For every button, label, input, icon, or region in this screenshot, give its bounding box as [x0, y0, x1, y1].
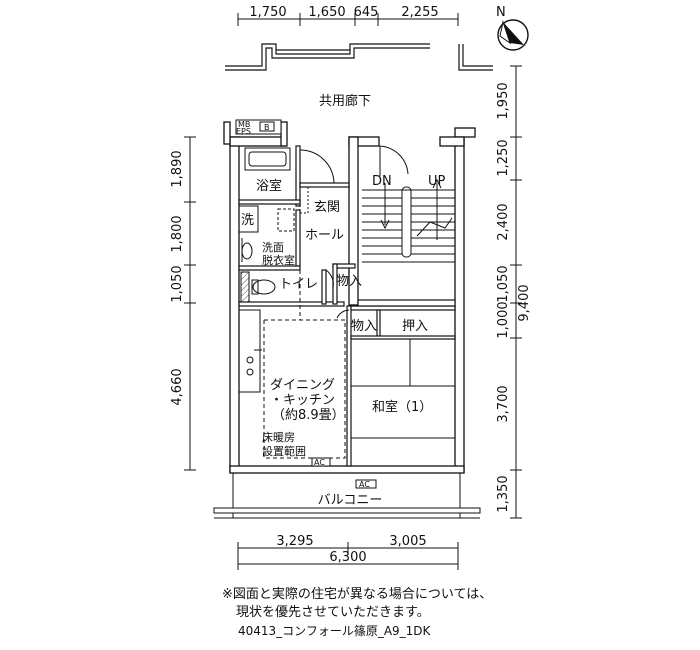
dim-left-4: 4,660: [170, 368, 185, 405]
balcony-label: バルコニー: [318, 493, 383, 508]
stair-dn-label: DN: [372, 174, 392, 189]
dim-bottom-total: 6,300: [329, 550, 366, 565]
dim-right-6: 3,700: [496, 385, 511, 422]
washbasin-icon: [238, 205, 295, 262]
plan-code: 40413_コンフォール篠原_A9_1DK: [238, 624, 431, 638]
stairwell: [362, 145, 455, 263]
ac-label-balcony: AC: [359, 480, 370, 489]
dim-right-4: 1,050: [496, 265, 511, 302]
dim-left-3: 1,050: [170, 265, 185, 302]
interior-doors: [325, 269, 350, 319]
toilet-icon: [240, 271, 276, 303]
north-label: N: [496, 5, 506, 20]
eps-label: EPS: [236, 127, 251, 136]
dim-left-2: 1,800: [170, 215, 185, 252]
mb-eps-box: [235, 119, 282, 135]
dim-right-2: 1,250: [496, 139, 511, 176]
entrance-label: 玄関: [314, 200, 340, 215]
bottom-dimension-line: [237, 542, 459, 570]
washitsu-storage-label: 物入: [351, 319, 377, 334]
dim-right-5: 1,000: [496, 301, 511, 338]
floor-heat-label-1: 床暖房: [262, 430, 295, 444]
interior-walls: [238, 145, 456, 467]
ac-label-dk: AC: [314, 458, 325, 467]
right-dimension-line: [510, 65, 522, 519]
floor-heat-label-2: 設置範囲: [262, 444, 306, 458]
stair-up-label: UP: [428, 174, 446, 189]
entrance-door: [299, 149, 335, 214]
washroom-label-1: 洗面: [262, 241, 284, 254]
dim-top-3: 645: [354, 5, 379, 20]
dim-top-4: 2,255: [401, 5, 438, 20]
washroom-label-2: 脱衣室: [262, 253, 295, 267]
bath-label: 浴室: [256, 178, 282, 194]
dk-label-1: ダイニング: [270, 378, 335, 393]
dim-right-3: 2,400: [496, 203, 511, 240]
wash-label: 洗: [241, 213, 254, 228]
hall-storage-label-1: 物入: [336, 274, 362, 289]
bathtub-icon: [244, 147, 291, 171]
adjacent-walls: [225, 43, 493, 71]
mb-label: MB: [238, 120, 250, 129]
dim-right-1: 1,950: [496, 82, 511, 119]
oshiire-label: 押入: [402, 319, 428, 334]
disclaimer-line-2: 現状を優先させていただきます。: [236, 605, 430, 620]
top-dimension-line: [237, 13, 459, 26]
tatami-lines: [351, 339, 455, 439]
dim-bottom-1: 3,295: [276, 534, 313, 549]
disclaimer-line-1: ※図面と実際の住宅が異なる場合については、: [222, 587, 493, 602]
b-label: B: [264, 123, 270, 132]
floor-heating-area: [263, 270, 346, 459]
balcony: [213, 473, 481, 519]
left-dimension-line: [184, 136, 196, 471]
dim-left-1: 1,890: [170, 150, 185, 187]
toilet-label: トイレ: [279, 277, 318, 292]
dim-right-7: 1,350: [496, 475, 511, 512]
corridor-label: 共用廊下: [319, 93, 371, 109]
dim-bottom-2: 3,005: [389, 534, 426, 549]
dk-label-2: ・キッチン: [270, 393, 335, 408]
dk-label-3: （約8.9畳）: [272, 408, 345, 423]
dim-top-1: 1,750: [249, 5, 286, 20]
dim-top-2: 1,650: [308, 5, 345, 20]
ac-unit-dk: [311, 457, 331, 467]
dim-right-total: 9,400: [517, 284, 532, 321]
washitsu-label: 和室（1）: [372, 399, 432, 415]
kitchen-counter: [238, 309, 262, 393]
hall-label: ホール: [305, 228, 344, 243]
north-arrow-icon: [497, 19, 529, 51]
